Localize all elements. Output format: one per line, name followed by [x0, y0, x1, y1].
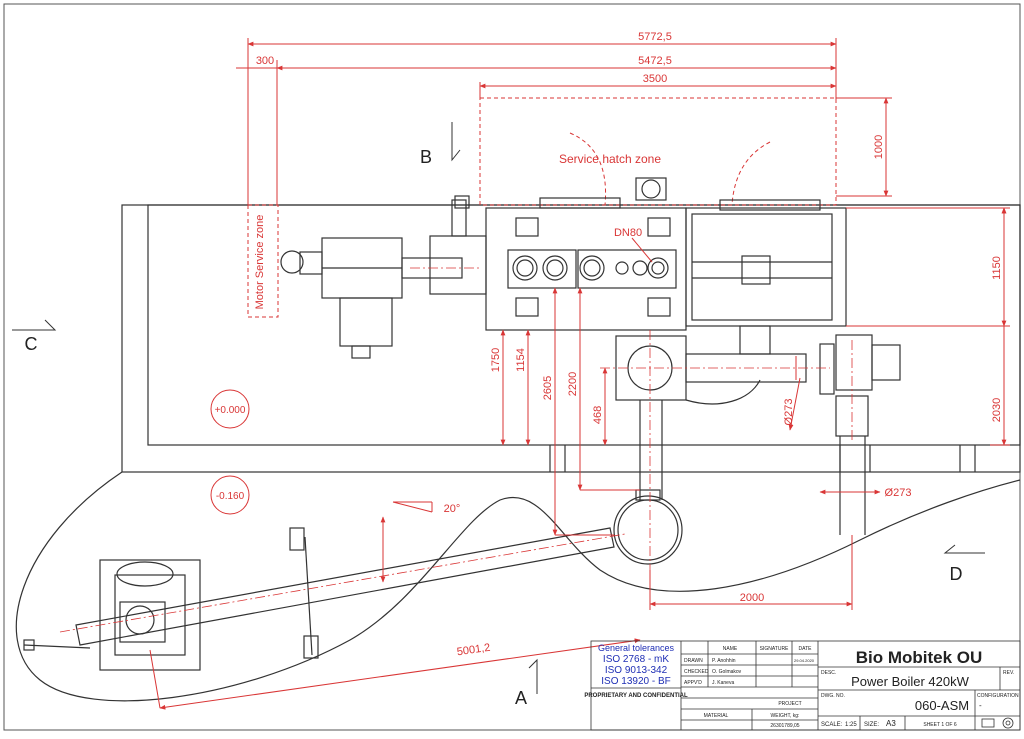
dim-2030: 2030	[991, 398, 1003, 422]
sheet-border	[3, 3, 1021, 731]
dim-2200: 2200	[567, 372, 579, 396]
title-block-text: General tolerances ISO 2768 - mK ISO 901…	[584, 643, 1019, 729]
configuration-label: CONFIGURATION	[977, 693, 1019, 699]
tolerance-3: ISO 13920 - BF	[601, 676, 670, 687]
section-labels: B C D A	[25, 147, 963, 708]
dim-5472: 5472,5	[638, 55, 672, 67]
signature-header: SIGNATURE	[760, 646, 789, 652]
center-lines	[59, 267, 853, 633]
top-dimensions	[236, 38, 892, 318]
dim-2000: 2000	[740, 592, 764, 604]
dim-1750: 1750	[490, 348, 502, 372]
weight-value: 26301789,05	[770, 723, 799, 729]
dim-5772: 5772,5	[638, 31, 672, 43]
section-c: C	[25, 334, 38, 354]
drawing-number: 060-ASM	[915, 698, 969, 713]
drawing-description: Power Boiler 420kW	[851, 674, 969, 689]
level-zero: +0.000	[215, 405, 246, 416]
material-label: MATERIAL	[704, 713, 729, 719]
dim-468: 468	[592, 406, 604, 424]
tolerances-header: General tolerances	[598, 643, 675, 653]
section-b: B	[420, 147, 432, 167]
rev-label: REV.	[1003, 670, 1014, 676]
motor-service-label: Motor Service zone	[254, 215, 266, 310]
section-d: D	[950, 564, 963, 584]
size-label: SIZE:	[864, 722, 879, 728]
project-label: PROJECT	[778, 701, 801, 707]
dwg-no-label: DWG. NO.	[821, 693, 845, 699]
dn80-label: DN80	[614, 227, 642, 239]
drawn-label: DRAWN	[684, 658, 703, 664]
date-header: DATE	[799, 646, 813, 652]
drawn-name: P. Anohhin	[712, 658, 736, 664]
approved-name: J. Kaneva	[712, 680, 734, 686]
dim-3500: 3500	[643, 73, 667, 85]
weight-label: WEIGHT, kg:	[771, 713, 800, 719]
top-dim-labels: 5772,5 5472,5 3500 300 1000 Service hatc…	[254, 31, 885, 309]
dim-1000: 1000	[873, 135, 885, 159]
size-value: A3	[886, 719, 896, 728]
service-hatch-label: Service hatch zone	[559, 152, 661, 166]
dim-300: 300	[256, 55, 274, 67]
scale-value: 1:25	[845, 722, 857, 728]
tolerance-1: ISO 2768 - mK	[603, 654, 669, 665]
dim-angle: 20°	[444, 503, 461, 515]
fuel-area-outline	[15, 471, 1021, 702]
side-dimensions	[149, 207, 1010, 710]
dim-1150: 1150	[991, 256, 1003, 280]
section-markers	[12, 122, 985, 694]
side-dim-labels: 1150 2030 1750 1154 2605 2200 468 Ø273 Ø…	[215, 227, 1003, 658]
dim-273-b: Ø273	[885, 487, 912, 499]
checked-name: O. Golmakov	[712, 669, 742, 675]
checked-label: CHECKED	[684, 669, 709, 675]
dim-5001: 5001,2	[456, 642, 491, 659]
proprietary-label: PROPRIETARY AND CONFIDENTIAL	[584, 693, 688, 699]
drawn-date: 29.04.2020	[794, 658, 815, 663]
configuration-value: -	[979, 701, 982, 710]
name-header: NAME	[723, 646, 738, 652]
approved-label: APPV'D	[684, 680, 702, 686]
dim-2605: 2605	[542, 376, 554, 400]
company-name: Bio Mobitek OU	[856, 648, 983, 667]
scale-label: SCALE:	[821, 722, 843, 728]
section-a: A	[515, 688, 527, 708]
level-minus: -0.160	[216, 491, 245, 502]
tolerance-2: ISO 9013-342	[605, 665, 668, 676]
dim-273-a: Ø273	[783, 399, 795, 426]
desc-label: DESC.	[821, 670, 836, 676]
boiler-assembly	[23, 177, 901, 671]
dim-1154: 1154	[515, 348, 527, 372]
sheet-label: SHEET 1 OF 6	[923, 722, 956, 728]
title-block	[590, 640, 1021, 731]
